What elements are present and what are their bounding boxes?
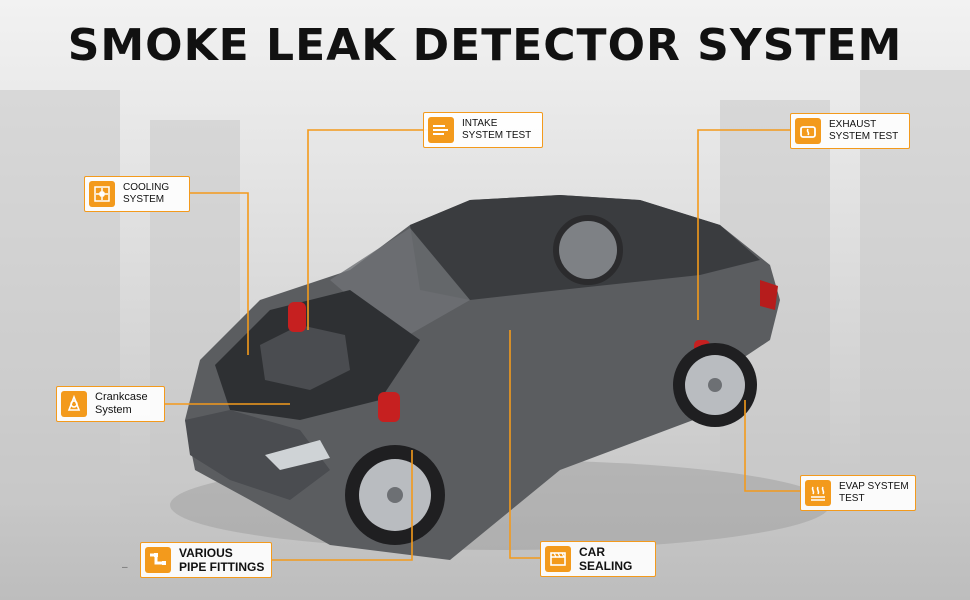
callout-crankcase-system: Crankcase System	[56, 386, 165, 422]
spare-wheel	[553, 215, 623, 285]
connector-intake	[307, 129, 444, 330]
front-bumper	[185, 410, 330, 500]
engine-block	[260, 325, 350, 390]
connector-exhaust	[697, 129, 792, 320]
crankcase-icon	[61, 391, 87, 417]
callout-various-pipe-fittings: VARIOUS PIPE FITTINGS	[140, 542, 272, 578]
pipe-fitting-icon	[145, 547, 171, 573]
callout-intake-system-test: INTAKE SYSTEM TEST	[423, 112, 543, 148]
headlight	[265, 440, 330, 470]
callout-exhaust-system-test: EXHAUST SYSTEM TEST	[790, 113, 910, 149]
footer-mark: –	[122, 562, 128, 573]
suspension-spring	[288, 302, 306, 332]
connector-evap	[744, 400, 812, 492]
callout-label: VARIOUS PIPE FITTINGS	[179, 546, 265, 574]
front-hub	[387, 487, 403, 503]
callout-label: COOLING SYSTEM	[123, 182, 170, 205]
taillight	[760, 280, 778, 310]
exhaust-muffler-icon	[795, 118, 821, 144]
car-sealing-icon	[545, 546, 571, 572]
callout-label: EVAP SYSTEM TEST	[839, 481, 909, 504]
connector-lines	[165, 129, 812, 561]
connector-sealing	[509, 330, 540, 559]
cooling-fan-icon	[89, 181, 115, 207]
callout-label: CAR SEALING	[579, 545, 633, 573]
intake-airflow-icon	[428, 117, 454, 143]
callout-car-sealing: CAR SEALING	[540, 541, 656, 577]
car-body	[185, 195, 780, 560]
callout-label: INTAKE SYSTEM TEST	[462, 118, 532, 141]
connector-pipes	[272, 450, 413, 561]
callout-cooling-system: COOLING SYSTEM	[84, 176, 190, 212]
callout-evap-system-test: EVAP SYSTEM TEST	[800, 475, 916, 511]
callout-label: Crankcase System	[95, 391, 148, 416]
background-building	[0, 90, 120, 510]
page-title: SMOKE LEAK DETECTOR SYSTEM	[67, 20, 903, 71]
evap-vapor-icon	[805, 480, 831, 506]
callout-label: EXHAUST SYSTEM TEST	[829, 119, 899, 142]
rear-hub	[708, 378, 722, 392]
suspension-spring	[378, 392, 400, 422]
connector-cooling	[190, 192, 249, 355]
windshield	[330, 228, 470, 340]
